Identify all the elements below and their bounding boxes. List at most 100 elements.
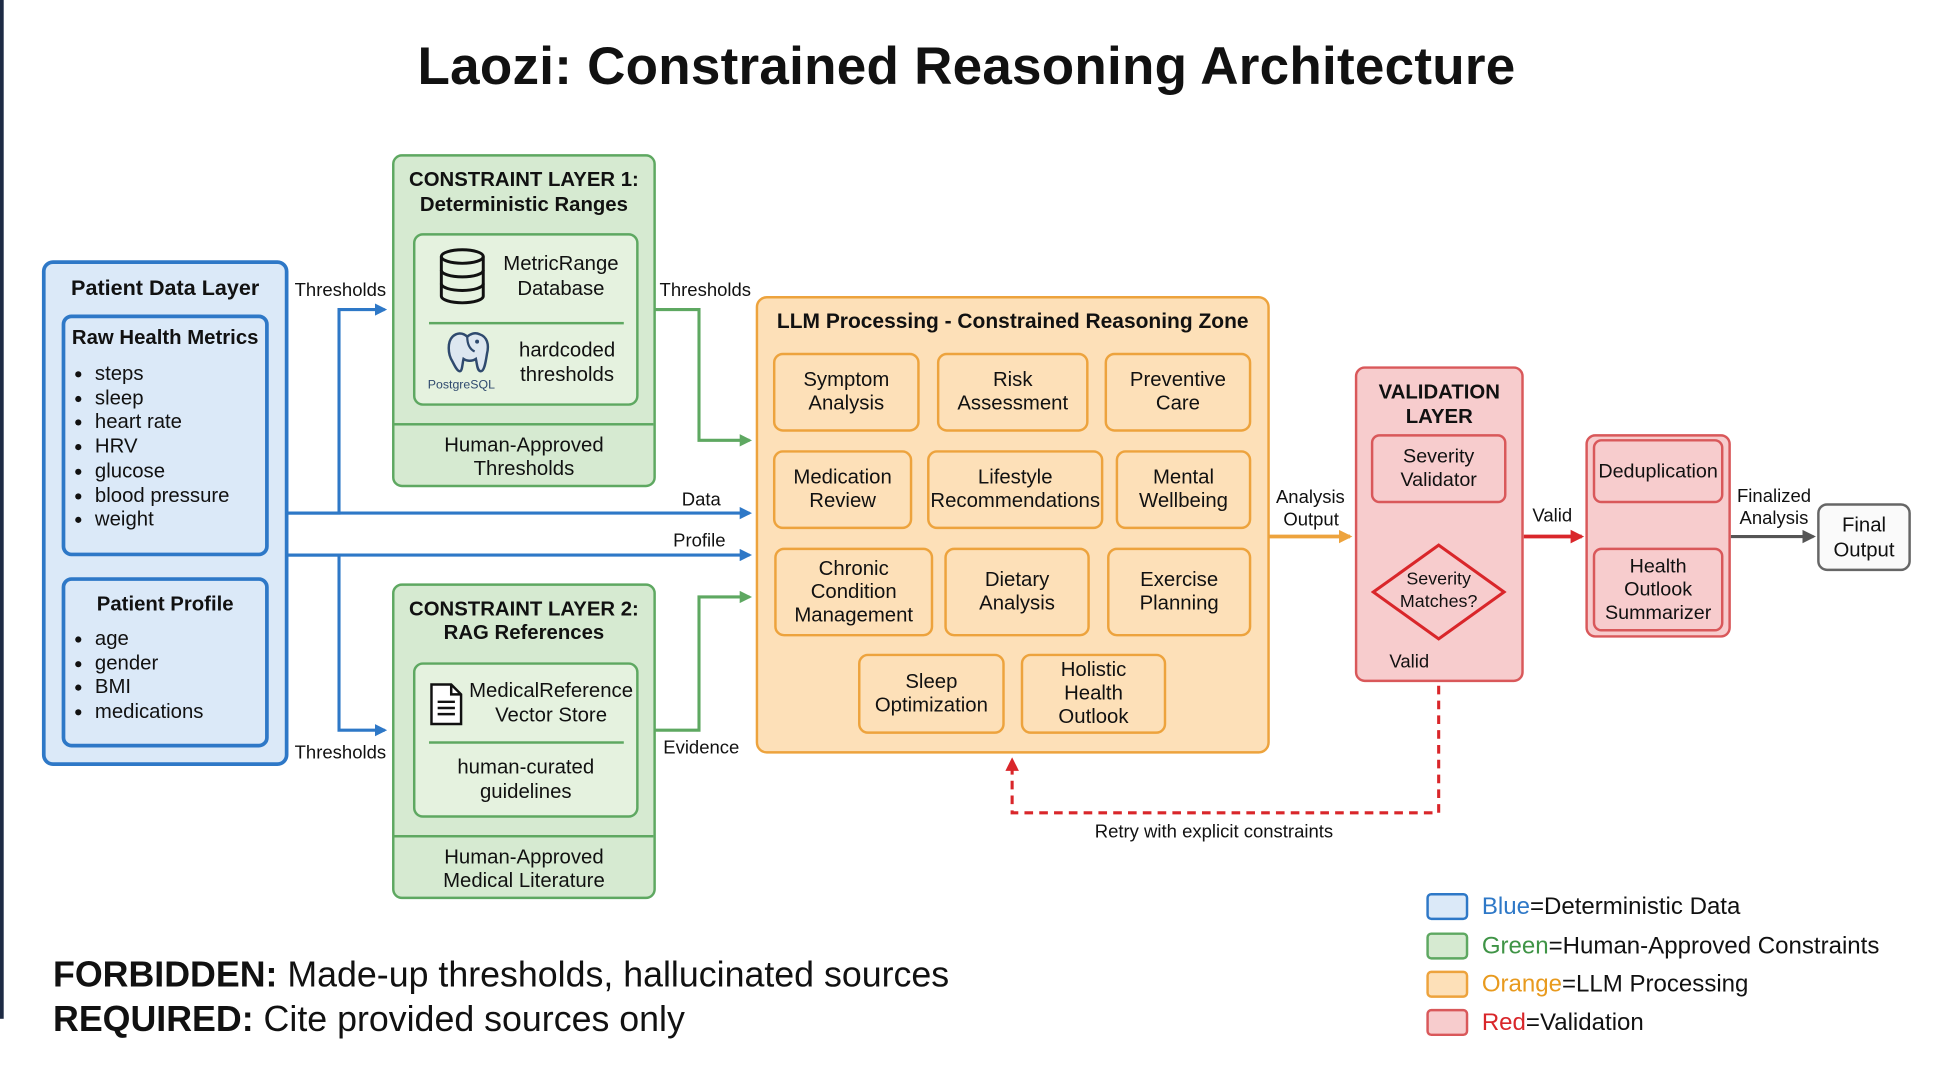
required-statement: REQUIRED: Cite provided sources only — [53, 1000, 685, 1040]
metric-item: blood pressure — [95, 484, 230, 508]
arrow-constraint2-to-llm — [654, 590, 753, 732]
constraint-layer-1-divider — [394, 423, 654, 426]
legend-swatch-orange — [1426, 970, 1469, 998]
llm-zone-title: LLM Processing - Constrained Reasoning Z… — [776, 309, 1249, 334]
constraint-layer-1-title-line2: Deterministic Ranges — [419, 193, 628, 216]
store-separator — [429, 741, 624, 744]
metric-item: weight — [95, 508, 230, 532]
profile-item: BMI — [95, 676, 204, 700]
diamond-label-line2: Matches? — [1399, 592, 1478, 612]
constraint-layer-1-footer-line1: Human-Approved — [444, 434, 604, 457]
metric-item: glucose — [95, 460, 230, 484]
window-edge — [0, 0, 4, 1019]
human-curated-line1: human-curated — [457, 756, 595, 779]
constraint-layer-2-divider — [394, 835, 654, 838]
severity-matches-diamond — [1370, 543, 1507, 641]
constraint-layer-2: CONSTRAINT LAYER 2: RAG References Medic… — [392, 583, 656, 900]
postgresql-elephant-icon — [447, 332, 490, 373]
database-icon — [439, 248, 485, 305]
constraint-layer-1-footer-line2: Thresholds — [473, 457, 575, 480]
diagram-title: Laozi: Constrained Reasoning Architectur… — [417, 37, 1516, 97]
label-thresholds-upper: Thresholds — [294, 279, 387, 301]
legend-swatch-red — [1426, 1008, 1469, 1037]
label-profile: Profile — [673, 530, 726, 552]
arrow-thresholds-to-constraint1 — [287, 303, 388, 515]
raw-health-metrics-list: steps sleep heart rate HRV glucose blood… — [70, 363, 230, 533]
legend-item-orange: Orange=LLM Processing — [1481, 970, 1749, 998]
patient-data-layer: Patient Data Layer Raw Health Metrics st… — [41, 260, 289, 766]
legend-swatch-blue — [1426, 892, 1469, 921]
medical-reference-line1: MedicalReference — [469, 679, 634, 702]
validation-layer: VALIDATION LAYER — [1354, 366, 1524, 683]
metricrange-line2: Database — [517, 277, 605, 300]
arrow-constraint1-to-llm — [654, 308, 753, 447]
constraint-layer-2-title-line2: RAG References — [443, 621, 605, 644]
patient-profile-box: Patient Profile age gender BMI medicatio… — [61, 577, 269, 748]
patient-data-layer-title: Patient Data Layer — [71, 275, 260, 300]
metric-item: steps — [95, 363, 230, 387]
profile-item: gender — [95, 652, 204, 676]
constraint-layer-2-footer-line2: Medical Literature — [443, 869, 605, 892]
metricrange-line1: MetricRange — [503, 252, 619, 276]
label-thresholds-constraint1: Thresholds — [659, 279, 752, 301]
label-analysis-line2: Output — [1283, 509, 1339, 531]
label-valid-below: Valid — [1389, 651, 1430, 673]
forbidden-statement: FORBIDDEN: Made-up thresholds, hallucina… — [53, 955, 950, 996]
profile-item: medications — [95, 701, 204, 725]
legend-swatch-green — [1426, 932, 1469, 960]
medical-reference-store-box: MedicalReference Vector Store human-cura… — [412, 662, 639, 818]
metricrange-store-box: MetricRange Database PostgreSQL hardcode… — [412, 233, 639, 406]
metric-item: heart rate — [95, 411, 230, 435]
legend-item-blue: Blue=Deterministic Data — [1481, 892, 1741, 921]
hardcoded-line2: thresholds — [520, 363, 615, 387]
arrow-thresholds-to-constraint2 — [287, 553, 388, 737]
label-valid-right: Valid — [1532, 505, 1573, 527]
label-analysis-line1: Analysis — [1275, 487, 1345, 509]
label-data: Data — [681, 489, 721, 511]
validation-title-line1: VALIDATION — [1378, 381, 1500, 404]
patient-profile-list: age gender BMI medications — [70, 628, 204, 725]
metric-item: HRV — [95, 436, 230, 460]
label-thresholds-lower: Thresholds — [294, 742, 387, 764]
store-separator — [429, 321, 624, 325]
label-finalized-line1: Finalized — [1737, 485, 1812, 507]
human-curated-line2: guidelines — [479, 780, 572, 803]
postgresql-logo-text: PostgreSQL — [427, 378, 495, 393]
constraint-layer-2-footer-line1: Human-Approved — [444, 846, 604, 869]
raw-health-metrics-box: Raw Health Metrics steps sleep heart rat… — [61, 314, 269, 557]
arrow-retry-loop — [1005, 641, 1441, 815]
label-evidence: Evidence — [663, 737, 740, 759]
deduplication-box: Deduplication — [1592, 439, 1724, 504]
document-icon — [430, 683, 463, 726]
profile-item: age — [95, 628, 204, 652]
label-retry: Retry with explicit constraints — [1094, 821, 1334, 843]
constraint-layer-1-title-line1: CONSTRAINT LAYER 1: — [409, 168, 639, 192]
legend-item-red: Red=Validation — [1481, 1008, 1644, 1037]
validation-title-line2: LAYER — [1405, 405, 1473, 428]
hardcoded-line1: hardcoded — [519, 339, 616, 362]
raw-health-metrics-title: Raw Health Metrics — [71, 326, 259, 350]
legend-item-green: Green=Human-Approved Constraints — [1481, 932, 1880, 960]
patient-profile-title: Patient Profile — [96, 593, 234, 616]
diamond-label-line1: Severity — [1406, 569, 1471, 590]
metric-item: sleep — [95, 387, 230, 411]
constraint-layer-2-title-line1: CONSTRAINT LAYER 2: — [409, 598, 639, 621]
medical-reference-line2: Vector Store — [495, 704, 608, 727]
constraint-layer-1: CONSTRAINT LAYER 1: Deterministic Ranges… — [392, 154, 656, 488]
label-finalized-line2: Analysis — [1739, 508, 1809, 530]
